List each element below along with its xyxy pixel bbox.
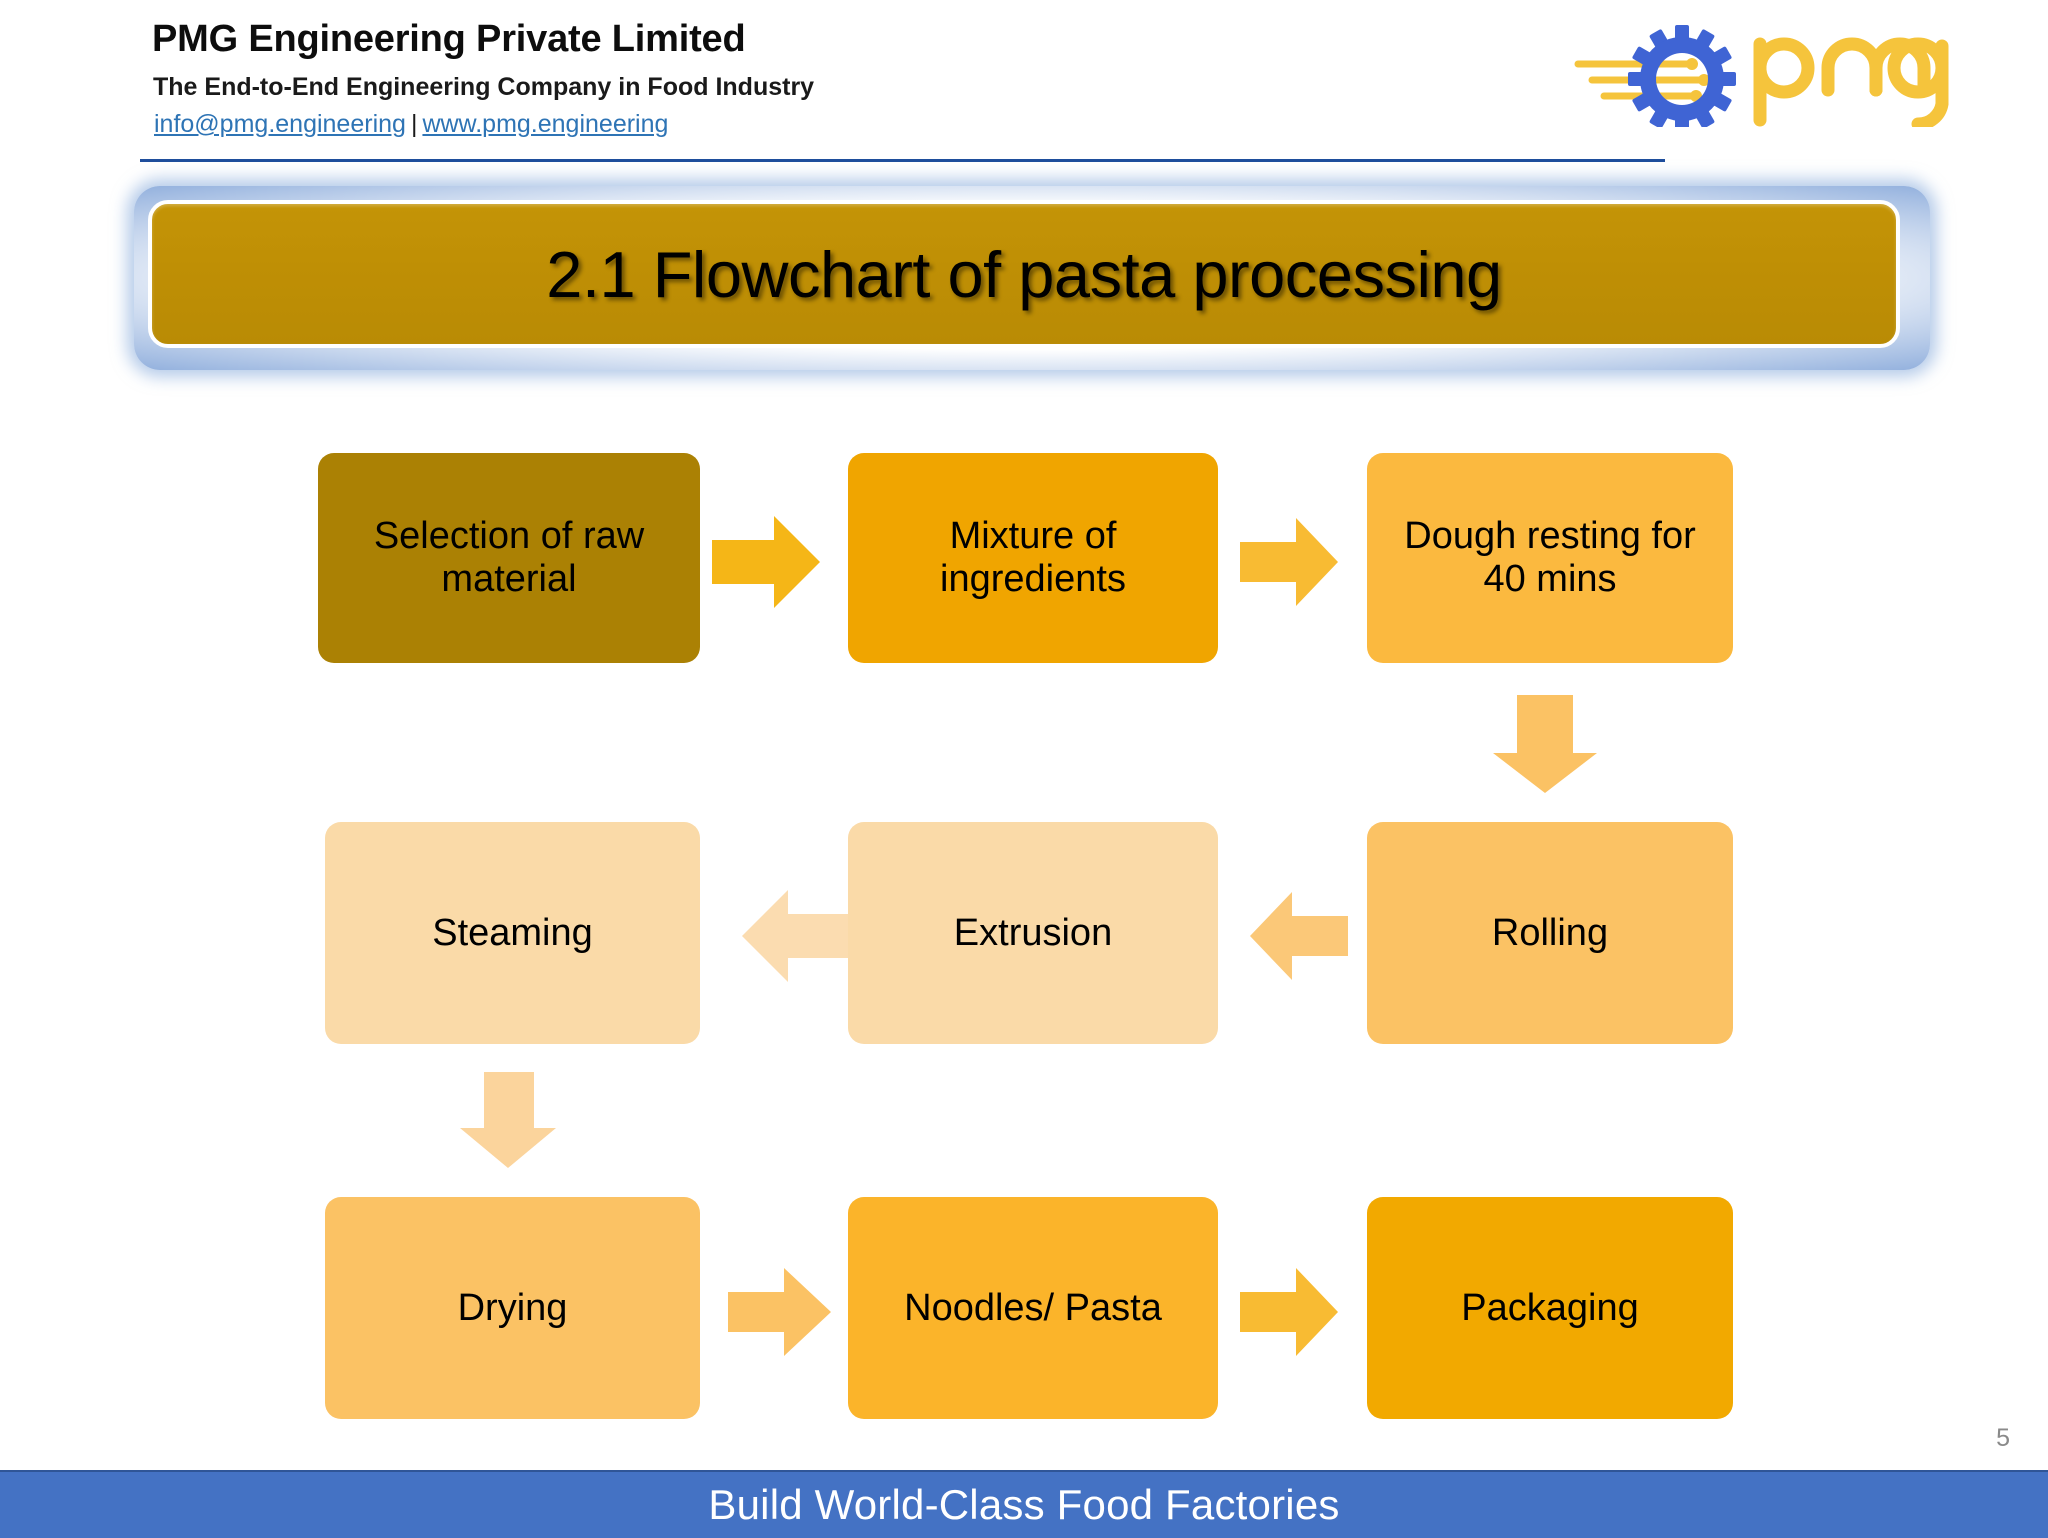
- flow-node-drying[interactable]: Drying: [325, 1197, 700, 1419]
- flow-arrow-left-2: [740, 886, 850, 986]
- email-link[interactable]: info@pmg.engineering: [154, 110, 406, 138]
- company-name: PMG Engineering Private Limited: [152, 18, 746, 60]
- pmg-wordmark: [1753, 37, 1949, 127]
- flow-arrow-right-4: [1240, 1262, 1340, 1362]
- flow-node-packaging[interactable]: Packaging: [1367, 1197, 1733, 1419]
- flow-node-label: Noodles/ Pasta: [904, 1286, 1162, 1329]
- flow-node-label: Drying: [457, 1286, 568, 1329]
- slide-title-banner: 2.1 Flowchart of pasta processing: [134, 186, 1930, 370]
- flow-node-mixture-of-ingredients[interactable]: Mixture of ingredients: [848, 453, 1218, 663]
- flow-arrow-left-1: [1248, 886, 1348, 986]
- contact-line: info@pmg.engineering|www.pmg.engineering: [154, 110, 668, 139]
- flow-arrow-down-2: [458, 1072, 558, 1172]
- pmg-logo: [1570, 12, 1950, 127]
- flow-node-noodles-pasta[interactable]: Noodles/ Pasta: [848, 1197, 1218, 1419]
- page-number: 5: [1996, 1424, 2010, 1452]
- flow-node-label: Packaging: [1461, 1286, 1639, 1329]
- footer-bar: Build World-Class Food Factories: [0, 1470, 2048, 1538]
- flow-arrow-down-1: [1490, 695, 1600, 795]
- company-tagline: The End-to-End Engineering Company in Fo…: [153, 73, 815, 101]
- flow-node-label: Extrusion: [953, 911, 1113, 954]
- flow-node-selection-of-raw-material[interactable]: Selection of raw material: [318, 453, 700, 663]
- flow-arrow-right-1: [712, 512, 822, 612]
- page-title: 2.1 Flowchart of pasta processing: [546, 237, 1502, 311]
- flow-node-extrusion[interactable]: Extrusion: [848, 822, 1218, 1044]
- page-header: PMG Engineering Private Limited The End-…: [0, 0, 2048, 170]
- footer-slogan: Build World-Class Food Factories: [708, 1481, 1340, 1528]
- flow-node-label: Steaming: [432, 911, 593, 954]
- title-banner-body: 2.1 Flowchart of pasta processing: [148, 200, 1900, 348]
- gear-speedlines-icon: [1574, 25, 1736, 127]
- contact-separator: |: [410, 110, 418, 138]
- flow-arrow-right-2: [1240, 512, 1340, 612]
- flow-node-dough-resting[interactable]: Dough resting for 40 mins: [1367, 453, 1733, 663]
- website-link[interactable]: www.pmg.engineering: [422, 110, 669, 138]
- flow-arrow-right-3: [728, 1262, 833, 1362]
- flow-node-label: Dough resting for 40 mins: [1404, 515, 1696, 600]
- flow-node-steaming[interactable]: Steaming: [325, 822, 700, 1044]
- flow-node-label: Selection of raw material: [373, 515, 645, 600]
- header-divider: [140, 159, 1665, 162]
- flow-node-label: Mixture of ingredients: [940, 515, 1126, 600]
- flow-node-label: Rolling: [1491, 911, 1609, 954]
- flow-node-rolling[interactable]: Rolling: [1367, 822, 1733, 1044]
